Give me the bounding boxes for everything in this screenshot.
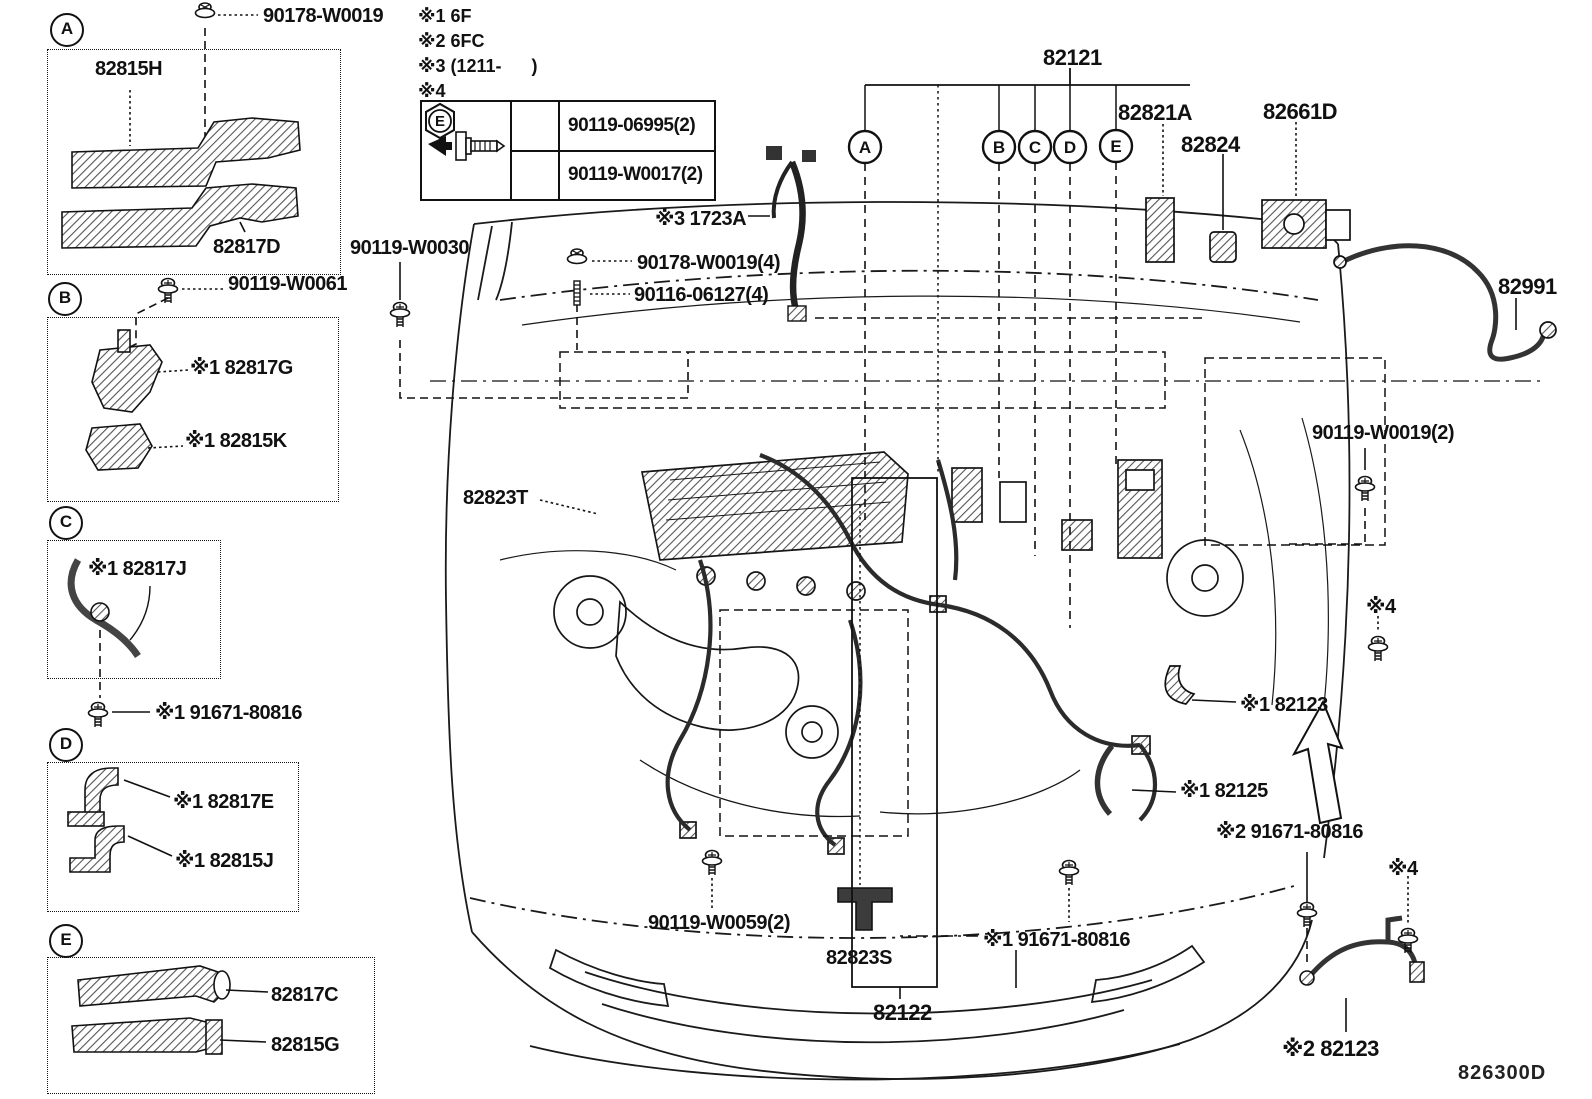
callout-letter-b: B (993, 138, 1005, 157)
note-2: ※2 6FC (418, 31, 485, 51)
screw-icon-90119-w0059-2 (701, 849, 723, 876)
legend-bolt-picture (422, 102, 512, 199)
svg-text:E: E (435, 113, 445, 130)
bottom-parts (837, 887, 1425, 986)
part-label-82817g: ※1 82817G (190, 357, 293, 379)
detail-box-e (47, 957, 375, 1094)
clip-icon-90178-w0019 (194, 2, 216, 19)
part-label-82817j: ※1 82817J (88, 558, 187, 580)
screw-icon-90119-w0061 (157, 277, 179, 304)
harness-1723a-art (766, 146, 816, 322)
detail-box-b (47, 317, 339, 502)
detail-box-c (47, 540, 221, 679)
part-label-90119-w0061: 90119-W0061 (228, 273, 348, 295)
note-3: ※3 (1211- ) (418, 56, 538, 76)
diagram-code: 826300D (1458, 1062, 1547, 1084)
legend-row-e: E 90119-W0017(2) (425, 102, 714, 199)
legend-part-a: 90119-06995(2) (568, 114, 696, 136)
part-label-90116-06127-4: 90116-06127(4) (634, 284, 769, 306)
part-label-82125: ※1 82125 (1180, 780, 1268, 802)
part-label-82815k: ※1 82815K (185, 430, 287, 452)
callout-82121-bracket (864, 68, 1190, 628)
part-label-82815g: 82815G (271, 1034, 340, 1056)
part-label-82823s: 82823S (826, 947, 892, 969)
part-label-90178-w0019-4: 90178-W0019(4) (637, 252, 781, 274)
leader-lines (99, 14, 1517, 1032)
part-label-91671-80816-center: ※1 91671-80816 (983, 929, 1131, 951)
part-label-82824: 82824 (1181, 132, 1240, 157)
part-label-82817e: ※1 82817E (173, 791, 274, 813)
screw-icon-90119-w0030 (389, 301, 411, 328)
part-label-82815h: 82815H (95, 58, 163, 80)
screw-icon-91671-80816-center (1058, 859, 1080, 886)
detail-box-parts-art (61, 90, 301, 1055)
direction-arrow (1291, 699, 1344, 825)
part-label-82815j: ※1 82815J (175, 850, 274, 872)
box-letter-e: E (49, 924, 83, 958)
box-letter-b: B (48, 282, 82, 316)
box-letter-a: A (50, 13, 84, 47)
part-label-82123-engine: ※1 82123 (1240, 694, 1328, 716)
callout-letter-a: A (859, 138, 871, 157)
part-label-91671-80816-right: ※2 91671-80816 (1216, 821, 1364, 843)
note-1: ※1 6F (418, 6, 472, 26)
legend-arrow-icon (428, 136, 452, 156)
part-label-note4-bottom: ※4 (1388, 858, 1418, 880)
hex-nut-icon-e: E (425, 102, 455, 140)
fastener-legend-table: A 90119-06995(2) E 90119-W0017(2) (420, 100, 716, 201)
part-label-82661d: 82661D (1263, 99, 1338, 124)
legend-part-e: 90119-W0017(2) (568, 164, 703, 186)
part-label-90119-w0019-2: 90119-W0019(2) (1312, 422, 1454, 444)
car-body-outline (444, 201, 1351, 1081)
part-label-82823t: 82823T (463, 487, 528, 509)
box-letter-d: D (49, 728, 83, 762)
part-label-note4-right: ※4 (1366, 596, 1396, 618)
callout-letter-e: E (1110, 137, 1121, 156)
legend-row-a: A 90119-06995(2) (425, 102, 714, 150)
clip-icon-90178-w0019-4 (566, 248, 588, 265)
part-label-82121: 82121 (1043, 45, 1102, 70)
stud-icon-90116-06127-4 (573, 280, 581, 306)
detail-box-a (47, 49, 341, 275)
part-label-90119-w0059-2: 90119-W0059(2) (648, 912, 790, 934)
screw-icon-90119-w0019-2 (1354, 475, 1376, 502)
right-connector-parts (1094, 197, 1557, 816)
part-label-82122: 82122 (873, 1000, 932, 1025)
part-label-82123-bottom: ※2 82123 (1282, 1036, 1379, 1061)
dashed-guides (430, 317, 1540, 988)
screw-icon-note4-right (1367, 635, 1389, 662)
part-label-82817c: 82817C (271, 984, 339, 1006)
screw-icon-91671-80816-right (1296, 901, 1318, 928)
note-4: ※4 (418, 81, 446, 101)
callout-letter-circles: A B C D E (847, 128, 1134, 165)
callout-letter-d: D (1064, 138, 1076, 157)
part-label-82817d: 82817D (213, 236, 281, 258)
part-label-90119-w0030: 90119-W0030 (350, 237, 470, 259)
callout-letter-c: C (1029, 138, 1041, 157)
engine-and-harness-art (553, 451, 1244, 855)
part-label-1723a: ※3 1723A (655, 208, 747, 230)
part-label-82821a: 82821A (1118, 100, 1193, 125)
screw-icon-91671-80816-c (87, 701, 109, 728)
detail-box-d (47, 762, 299, 912)
part-label-90178-w0019: 90178-W0019 (263, 5, 384, 27)
box-letter-c: C (49, 506, 83, 540)
part-label-91671-80816-c: ※1 91671-80816 (155, 702, 303, 724)
part-label-82991: 82991 (1498, 274, 1557, 299)
